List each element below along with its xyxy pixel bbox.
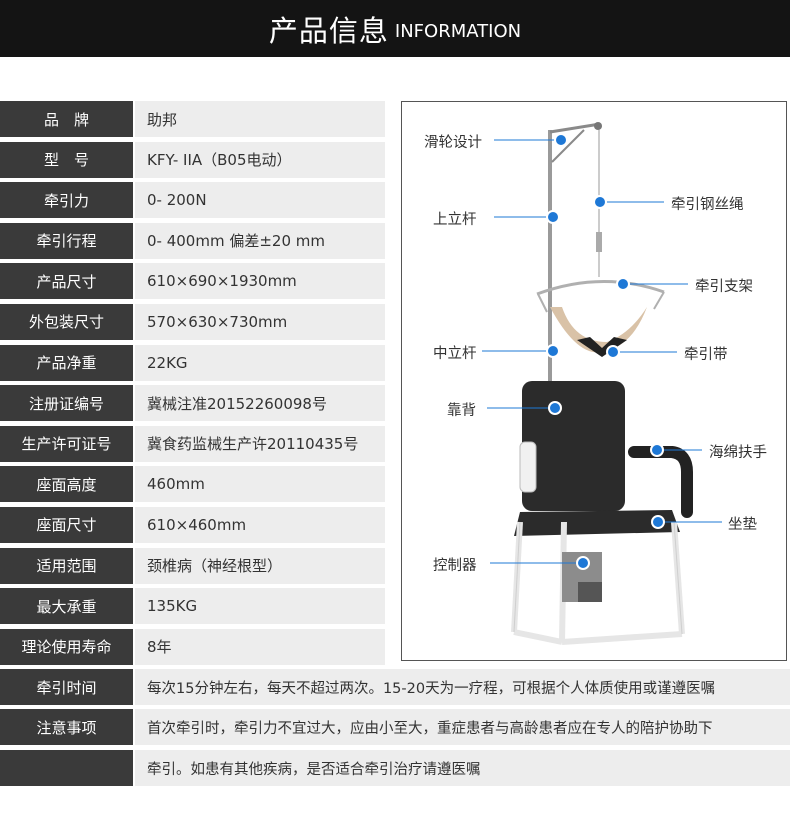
spec-label: 牵引力 [0, 182, 133, 219]
spec-label: 型 号 [0, 141, 133, 178]
spec-row-seat-size: 座面尺寸 610×460mm [0, 506, 385, 543]
spec-row-traction-stroke: 牵引行程 0- 400mm 偏差±20 mm [0, 222, 385, 259]
spec-label: 产品净重 [0, 344, 133, 381]
spec-label: 座面高度 [0, 466, 133, 503]
spec-row-model: 型 号 KFY- IIA（B05电动） [0, 141, 385, 178]
spec-row-brand: 品 牌 助邦 [0, 101, 385, 137]
backrest-shape [522, 381, 625, 511]
spec-value: 颈椎病（神经根型） [135, 547, 385, 584]
pulley-wheel [594, 122, 602, 130]
spec-value: 冀食药监械生产许20110435号 [135, 425, 385, 462]
spec-value: 0- 400mm 偏差±20 mm [135, 222, 385, 259]
spec-label: 产品尺寸 [0, 263, 133, 300]
note-label: 注意事项 [0, 709, 133, 745]
spec-row-registration-no: 注册证编号 冀械注准20152260098号 [0, 385, 385, 422]
header-subtitle: INFORMATION [394, 21, 522, 42]
spec-label: 生产许可证号 [0, 425, 133, 462]
spec-label: 适用范围 [0, 547, 133, 584]
spec-value: 570×630×730mm [135, 303, 385, 340]
spec-label: 理论使用寿命 [0, 628, 133, 665]
spec-value: 冀械注准20152260098号 [135, 385, 385, 422]
note-label: 牵引时间 [0, 669, 133, 705]
note-row-precautions: 注意事项 首次牵引时，牵引力不宜过大，应由小至大，重症患者与高龄患者应在专人的陪… [0, 709, 790, 745]
callout-armrest: 海绵扶手 [709, 445, 767, 461]
note-row-precautions-cont: 牵引。如患有其他疾病，是否适合牵引治疗请遵医嘱 [0, 750, 790, 786]
spec-label: 牵引行程 [0, 222, 133, 259]
spec-value: 610×460mm [135, 506, 385, 543]
note-row-traction-time: 牵引时间 每次15分钟左右，每天不超过两次。15-20天为一疗程，可根据个人体质… [0, 669, 790, 705]
callout-backrest: 靠背 [447, 403, 476, 419]
spec-value: 135KG [135, 588, 385, 625]
spec-value: 610×690×1930mm [135, 263, 385, 300]
note-value: 首次牵引时，牵引力不宜过大，应由小至大，重症患者与高龄患者应在专人的陪护协助下 [135, 709, 790, 745]
top-arm [549, 122, 601, 134]
header-title: 产品信息 [268, 13, 389, 48]
spring [596, 232, 602, 252]
page-header: 产品信息 INFORMATION [0, 0, 790, 57]
spec-table: 品 牌 助邦 型 号 KFY- IIA（B05电动） 牵引力 0- 200N 牵… [0, 101, 385, 669]
pole [548, 130, 552, 390]
callout-controller: 控制器 [433, 558, 477, 574]
callout-upper-rod: 上立杆 [433, 212, 477, 228]
spec-label: 最大承重 [0, 588, 133, 625]
callout-pulley: 滑轮设计 [424, 135, 482, 151]
spec-row-net-weight: 产品净重 22KG [0, 344, 385, 381]
armrest-shape [628, 446, 693, 518]
callout-wire-rope: 牵引钢丝绳 [671, 197, 744, 213]
spec-row-max-load: 最大承重 135KG [0, 588, 385, 625]
spec-row-service-life: 理论使用寿命 8年 [0, 628, 385, 665]
note-value: 每次15分钟左右，每天不超过两次。15-20天为一疗程，可根据个人体质使用或谨遵… [135, 669, 790, 705]
spec-label: 品 牌 [0, 101, 133, 137]
spec-value: KFY- IIA（B05电动） [135, 141, 385, 178]
traction-chair-illustration [482, 122, 722, 645]
product-image: 滑轮设计 上立杆 中立杆 靠背 控制器 牵引钢丝绳 牵引支架 牵引带 海绵扶手 … [401, 101, 787, 661]
spec-value: 22KG [135, 344, 385, 381]
note-value: 牵引。如患有其他疾病，是否适合牵引治疗请遵医嘱 [135, 750, 790, 786]
callout-cushion: 坐垫 [728, 517, 757, 533]
callout-bracket: 牵引支架 [695, 279, 753, 295]
spec-value: 8年 [135, 628, 385, 665]
spec-value: 0- 200N [135, 182, 385, 219]
spec-row-product-size: 产品尺寸 610×690×1930mm [0, 263, 385, 300]
spec-value: 460mm [135, 466, 385, 503]
spec-row-traction-force: 牵引力 0- 200N [0, 182, 385, 219]
spec-label: 座面尺寸 [0, 506, 133, 543]
callout-markers [482, 133, 722, 570]
spec-row-production-license: 生产许可证号 冀食药监械生产许20110435号 [0, 425, 385, 462]
remote-shape [519, 441, 537, 493]
callout-strap: 牵引带 [684, 347, 728, 363]
chin-pad [577, 337, 627, 357]
traction-bracket [536, 280, 665, 296]
spec-row-scope: 适用范围 颈椎病（神经根型） [0, 547, 385, 584]
spec-row-package-size: 外包装尺寸 570×630×730mm [0, 303, 385, 340]
spec-value: 助邦 [135, 101, 385, 137]
note-label [0, 750, 133, 786]
seat-shape [514, 510, 680, 536]
spec-label: 外包装尺寸 [0, 303, 133, 340]
spec-row-seat-height: 座面高度 460mm [0, 466, 385, 503]
arm-brace [551, 129, 585, 163]
callout-middle-rod: 中立杆 [433, 346, 477, 362]
spec-label: 注册证编号 [0, 385, 133, 422]
